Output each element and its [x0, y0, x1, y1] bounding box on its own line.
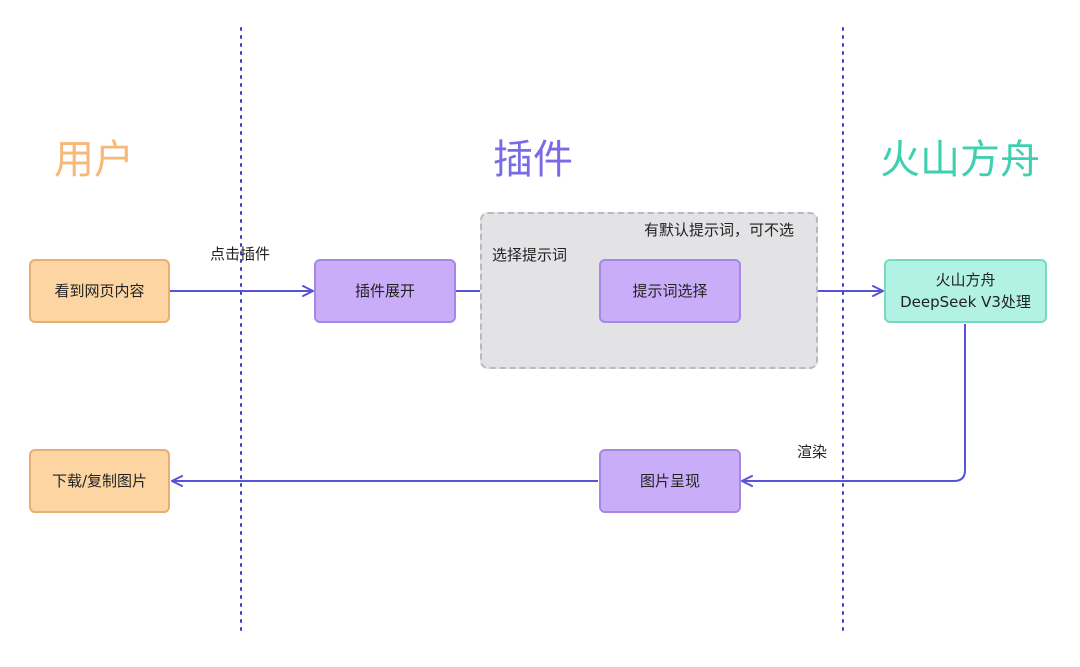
- node-download-copy-label: 下载/复制图片: [51, 472, 148, 490]
- node-view-page-label: 看到网页内容: [54, 282, 145, 300]
- lane-title-ark: 火山方舟: [880, 137, 1040, 183]
- node-plugin-expand[interactable]: 插件展开: [314, 259, 456, 323]
- lane-title-user: 用户: [54, 137, 134, 183]
- edge-label-click-plugin: 点击插件: [210, 245, 271, 263]
- edge-label-select-prompt: 选择提示词: [492, 246, 568, 264]
- node-ark-process[interactable]: 火山方舟 DeepSeek V3处理: [884, 259, 1047, 323]
- node-prompt-select-label: 提示词选择: [632, 282, 708, 300]
- node-plugin-expand-label: 插件展开: [354, 282, 415, 300]
- node-download-copy[interactable]: 下载/复制图片: [29, 449, 170, 513]
- arrow-ark-to-render: [741, 324, 966, 487]
- node-image-render-label: 图片呈现: [639, 472, 700, 490]
- node-view-page[interactable]: 看到网页内容: [29, 259, 170, 323]
- node-image-render[interactable]: 图片呈现: [599, 449, 741, 513]
- lane-title-plugin: 插件: [493, 137, 573, 183]
- group-note: 有默认提示词，可不选: [644, 221, 795, 239]
- edge-label-render: 渲染: [797, 443, 828, 461]
- node-ark-process-line2: DeepSeek V3处理: [900, 293, 1031, 311]
- node-ark-process-line1: 火山方舟: [935, 271, 996, 289]
- node-prompt-select[interactable]: 提示词选择: [599, 259, 741, 323]
